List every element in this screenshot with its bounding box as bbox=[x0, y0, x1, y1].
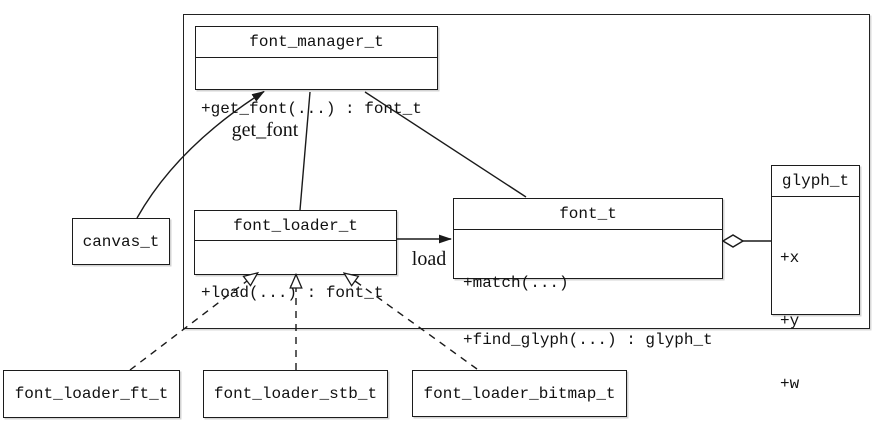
class-title-font-t: font_t bbox=[454, 199, 722, 230]
class-members-font-loader-t: +load(...) : font_t bbox=[195, 241, 396, 338]
member-line: +load(...) : font_t bbox=[201, 284, 384, 302]
class-box-glyph-t: glyph_t +x +y +w +h +data bbox=[771, 165, 860, 393]
edge-label-load: load bbox=[411, 248, 447, 270]
class-members-font-t: +match(...) +find_glyph(...) : glyph_t bbox=[454, 230, 722, 388]
class-box-font-loader-ft-t: font_loader_ft_t bbox=[3, 370, 180, 418]
member-line: +match(...) bbox=[463, 274, 569, 292]
class-title-font-loader-bitmap-t: font_loader_bitmap_t bbox=[423, 384, 616, 403]
member-line: +x bbox=[780, 249, 800, 267]
class-box-font-loader-bitmap-t: font_loader_bitmap_t bbox=[412, 370, 627, 417]
class-box-canvas-t: canvas_t bbox=[72, 218, 170, 265]
class-title-font-loader-t: font_loader_t bbox=[195, 211, 396, 241]
class-title-font-manager-t: font_manager_t bbox=[196, 27, 437, 58]
member-line: +get_font(...) : font_t bbox=[201, 100, 422, 118]
member-line: +find_glyph(...) : glyph_t bbox=[463, 331, 713, 349]
class-box-font-loader-t: font_loader_t +load(...) : font_t bbox=[194, 210, 397, 302]
class-title-canvas-t: canvas_t bbox=[82, 232, 160, 251]
member-line: +y bbox=[780, 312, 800, 330]
class-members-glyph-t: +x +y +w +h +data bbox=[772, 197, 859, 427]
edge-label-get-font: get_font bbox=[231, 119, 299, 141]
class-box-font-loader-stb-t: font_loader_stb_t bbox=[203, 370, 388, 418]
member-line: +w bbox=[780, 375, 800, 393]
class-box-font-manager-t: font_manager_t +get_font(...) : font_t bbox=[195, 26, 438, 118]
class-title-font-loader-ft-t: font_loader_ft_t bbox=[14, 385, 169, 403]
class-title-font-loader-stb-t: font_loader_stb_t bbox=[213, 385, 378, 403]
class-title-glyph-t: glyph_t bbox=[772, 166, 859, 197]
class-box-font-t: font_t +match(...) +find_glyph(...) : gl… bbox=[453, 198, 723, 349]
